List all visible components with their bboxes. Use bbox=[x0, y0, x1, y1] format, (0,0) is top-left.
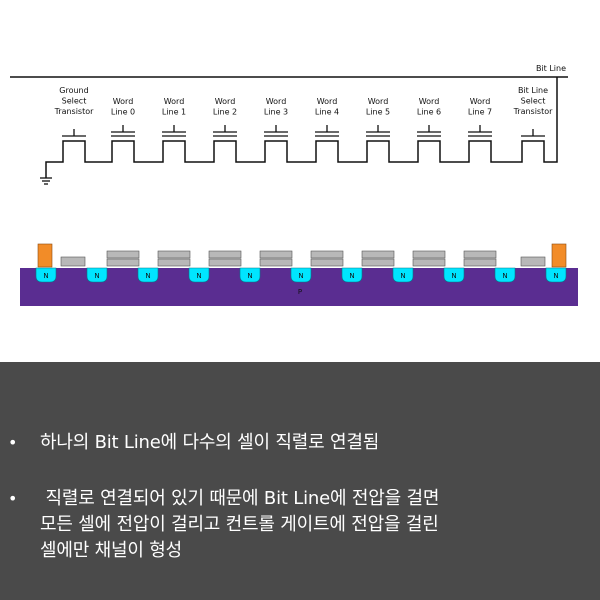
n-region bbox=[137, 267, 159, 283]
bullet-icon: • bbox=[8, 489, 18, 508]
n-region-label: N bbox=[145, 272, 150, 280]
n-region bbox=[545, 267, 567, 283]
p-substrate-label: P bbox=[298, 288, 302, 296]
word-line-label: Word bbox=[317, 97, 338, 106]
n-region bbox=[494, 267, 516, 283]
n-region bbox=[35, 267, 57, 283]
bitline-select-label: Select bbox=[521, 97, 546, 106]
bitline-select-label: Bit Line bbox=[518, 86, 548, 95]
word-line-label: Word bbox=[164, 97, 185, 106]
control-gate bbox=[463, 250, 497, 259]
note-text-1: 하나의 Bit Line에 다수의 셀이 직렬로 연결됨 bbox=[40, 432, 380, 453]
floating-gate bbox=[208, 258, 242, 267]
control-gate bbox=[259, 250, 293, 259]
floating-gate bbox=[412, 258, 446, 267]
n-region-label: N bbox=[400, 272, 405, 280]
bitline-select-label: Transistor bbox=[513, 107, 554, 116]
control-gate bbox=[310, 250, 344, 259]
n-region-label: N bbox=[349, 272, 354, 280]
nand-string-channel bbox=[45, 77, 558, 178]
floating-gate bbox=[463, 258, 497, 267]
ground-select-label: Ground bbox=[59, 86, 88, 95]
control-gate bbox=[412, 250, 446, 259]
n-region bbox=[443, 267, 465, 283]
word-line-label: Word bbox=[368, 97, 389, 106]
word-line-label: Line 3 bbox=[264, 108, 288, 117]
control-gate bbox=[208, 250, 242, 259]
n-region-label: N bbox=[502, 272, 507, 280]
word-line-label: Line 1 bbox=[162, 108, 186, 117]
word-line-label: Word bbox=[113, 97, 134, 106]
floating-gate bbox=[310, 258, 344, 267]
n-region-label: N bbox=[94, 272, 99, 280]
word-line-label: Word bbox=[470, 97, 491, 106]
n-region bbox=[188, 267, 210, 283]
n-region-label: N bbox=[247, 272, 252, 280]
ground-select-label: Transistor bbox=[54, 107, 95, 116]
n-region bbox=[239, 267, 261, 283]
floating-gate bbox=[259, 258, 293, 267]
floating-gate bbox=[361, 258, 395, 267]
note-text-2: 직렬로 연결되어 있기 때문에 Bit Line에 전압을 걸면 모든 셀에 전… bbox=[40, 488, 440, 561]
select-gate-oxide bbox=[60, 256, 86, 267]
word-line-label: Line 7 bbox=[468, 108, 492, 117]
ground-select-label: Select bbox=[62, 97, 87, 106]
control-gate bbox=[106, 250, 140, 259]
word-line-label: Line 5 bbox=[366, 108, 390, 117]
n-region bbox=[290, 267, 312, 283]
n-region bbox=[341, 267, 363, 283]
ground-select-gate bbox=[37, 243, 53, 268]
n-region-label: N bbox=[43, 272, 48, 280]
bitline-select-gate bbox=[551, 243, 567, 268]
n-region-label: N bbox=[298, 272, 303, 280]
control-gate bbox=[157, 250, 191, 259]
word-line-label: Word bbox=[215, 97, 236, 106]
floating-gate bbox=[106, 258, 140, 267]
floating-gate bbox=[157, 258, 191, 267]
word-line-label: Line 2 bbox=[213, 108, 237, 117]
word-line-label: Line 4 bbox=[315, 108, 339, 117]
n-region bbox=[86, 267, 108, 283]
word-line-label: Word bbox=[266, 97, 287, 106]
bit-line-label: Bit Line bbox=[536, 64, 566, 73]
n-region-label: N bbox=[196, 272, 201, 280]
notes-panel: • 하나의 Bit Line에 다수의 셀이 직렬로 연결됨 • 직렬로 연결되… bbox=[0, 362, 600, 600]
word-line-label: Line 6 bbox=[417, 108, 441, 117]
bullet-icon: • bbox=[8, 433, 18, 452]
n-region-label: N bbox=[553, 272, 558, 280]
word-line-label: Line 0 bbox=[111, 108, 135, 117]
control-gate bbox=[361, 250, 395, 259]
select-gate-oxide bbox=[520, 256, 546, 267]
word-line-label: Word bbox=[419, 97, 440, 106]
n-region bbox=[392, 267, 414, 283]
n-region-label: N bbox=[451, 272, 456, 280]
